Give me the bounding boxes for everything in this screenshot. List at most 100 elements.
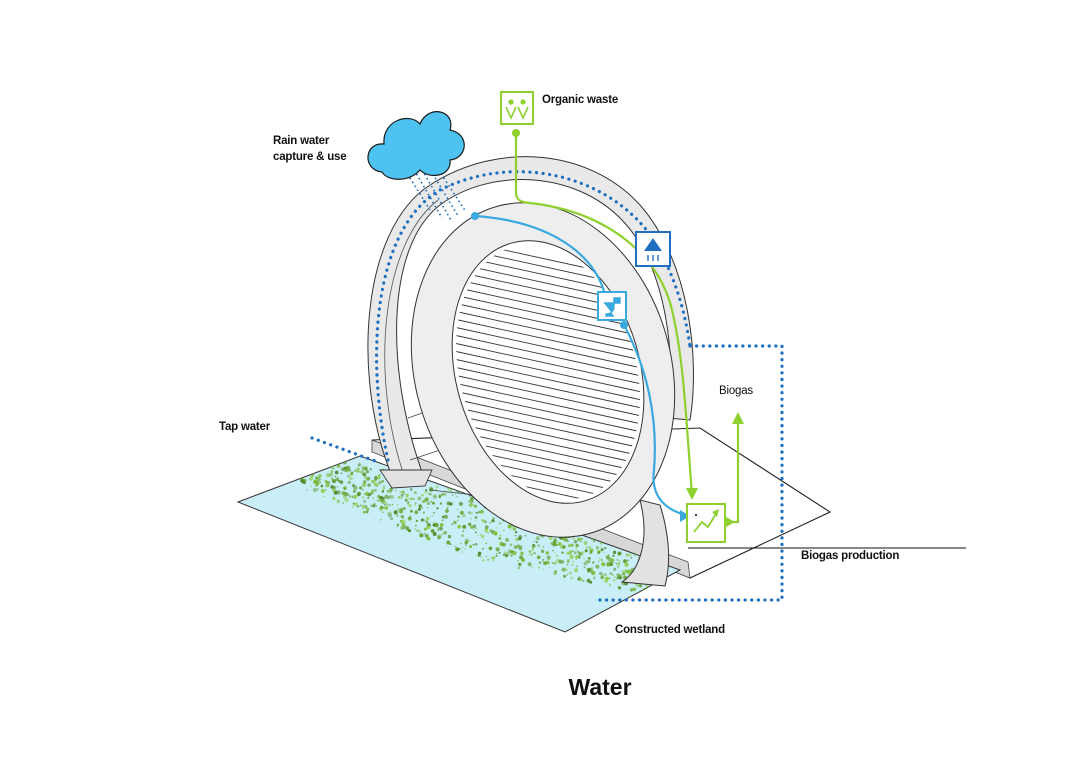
vegetation-dot: [336, 486, 339, 488]
vegetation-dot: [324, 489, 327, 491]
vegetation-dot: [588, 567, 591, 570]
vegetation-dot: [364, 491, 369, 496]
vegetation-dot: [543, 555, 545, 557]
vegetation-dot: [407, 501, 410, 504]
vegetation-dot: [475, 527, 478, 529]
vegetation-dot: [324, 480, 328, 483]
vegetation-dot: [395, 489, 397, 492]
rain-water-label: Rain water capture & use: [273, 134, 347, 165]
vegetation-dot: [654, 589, 659, 594]
vegetation-dot: [328, 459, 332, 464]
vegetation-dot: [474, 516, 478, 519]
vegetation-dot: [599, 571, 603, 576]
vegetation-dot: [416, 529, 419, 532]
vegetation-dot: [362, 496, 365, 499]
vegetation-dot: [616, 559, 619, 561]
vegetation-dot: [383, 500, 387, 504]
vegetation-dot: [566, 573, 569, 576]
vegetation-dot: [334, 470, 339, 475]
vegetation-dot: [401, 522, 405, 526]
vegetation-dot: [568, 551, 573, 556]
vegetation-dot: [617, 586, 622, 590]
vegetation-dot: [361, 488, 364, 491]
vegetation-dot: [388, 504, 391, 507]
vegetation-dot: [461, 551, 463, 553]
vegetation-dot: [536, 541, 538, 544]
vegetation-dot: [328, 460, 331, 463]
vegetation-dot: [330, 470, 334, 474]
vegetation-dot: [306, 489, 308, 491]
vegetation-dot: [430, 529, 435, 533]
vegetation-dot: [320, 488, 325, 494]
vegetation-dot: [468, 503, 473, 508]
organic-waste-icon: [500, 91, 534, 125]
vegetation-dot: [577, 538, 581, 542]
vegetation-dot: [488, 546, 493, 551]
vegetation-dot: [378, 480, 382, 485]
vegetation-dot: [309, 476, 314, 481]
vegetation-dot: [531, 549, 534, 551]
vegetation-dot: [462, 524, 467, 529]
vegetation-dot: [478, 510, 481, 514]
vegetation-dot: [451, 523, 453, 526]
vegetation-dot: [339, 480, 344, 484]
vegetation-dot: [518, 534, 523, 539]
vegetation-dot: [432, 494, 437, 499]
vegetation-dot: [573, 540, 578, 544]
vegetation-dot: [487, 558, 490, 561]
outer-arch-edge: [384, 199, 439, 479]
vegetation-dot: [426, 525, 431, 530]
vegetation-dot: [439, 502, 442, 505]
vegetation-dot: [381, 491, 384, 494]
vegetation-dot: [546, 555, 551, 560]
flow-arrowhead: [680, 510, 690, 522]
vegetation-dot: [655, 589, 659, 593]
vegetation-dot: [562, 545, 566, 549]
vegetation-dot: [455, 547, 460, 552]
vegetation-dot: [629, 588, 634, 592]
grille-slat: [439, 291, 661, 341]
vegetation-dot: [371, 479, 375, 483]
toilet-icon: [597, 291, 627, 321]
vegetation-dot: [425, 489, 428, 492]
vegetation-dot: [575, 543, 579, 548]
vegetation-dot: [443, 514, 448, 519]
vegetation-dot: [617, 551, 622, 556]
grille-slat: [439, 347, 661, 397]
vegetation-dot: [389, 487, 393, 491]
vegetation-dot: [618, 560, 621, 563]
vegetation-dot: [628, 553, 632, 557]
vegetation-dot: [315, 481, 320, 486]
vegetation-dot: [536, 555, 541, 560]
vegetation-dot: [550, 542, 554, 545]
vegetation-dot: [383, 503, 386, 506]
vegetation-dot: [404, 498, 408, 502]
vegetation-dot: [477, 553, 481, 557]
vegetation-dot: [586, 546, 588, 549]
vegetation-dot: [612, 579, 616, 582]
vegetation-dot: [319, 459, 322, 462]
vegetation-dot: [483, 520, 487, 524]
vegetation-dot: [442, 515, 445, 519]
vegetation-dot: [388, 491, 392, 494]
vegetation-dot: [595, 564, 600, 569]
vegetation-dot: [658, 588, 662, 592]
vegetation-dot: [342, 502, 344, 504]
vegetation-dot: [302, 463, 304, 466]
vegetation-dot: [453, 520, 457, 525]
vegetation-dot: [401, 490, 405, 494]
vegetation-dot: [513, 528, 516, 531]
vegetation-dot: [432, 501, 435, 505]
vegetation-dot: [454, 493, 457, 495]
vegetation-dot: [477, 534, 479, 536]
vegetation-dot: [548, 536, 553, 541]
vegetation-dot: [337, 464, 341, 468]
vegetation-dot: [353, 502, 359, 507]
vegetation-dot: [379, 518, 382, 521]
grille-slat: [439, 371, 661, 421]
vegetation-dot: [376, 475, 381, 480]
vegetation-dot: [594, 575, 596, 578]
vegetation-dot: [306, 458, 309, 462]
vegetation-dot: [468, 522, 472, 526]
